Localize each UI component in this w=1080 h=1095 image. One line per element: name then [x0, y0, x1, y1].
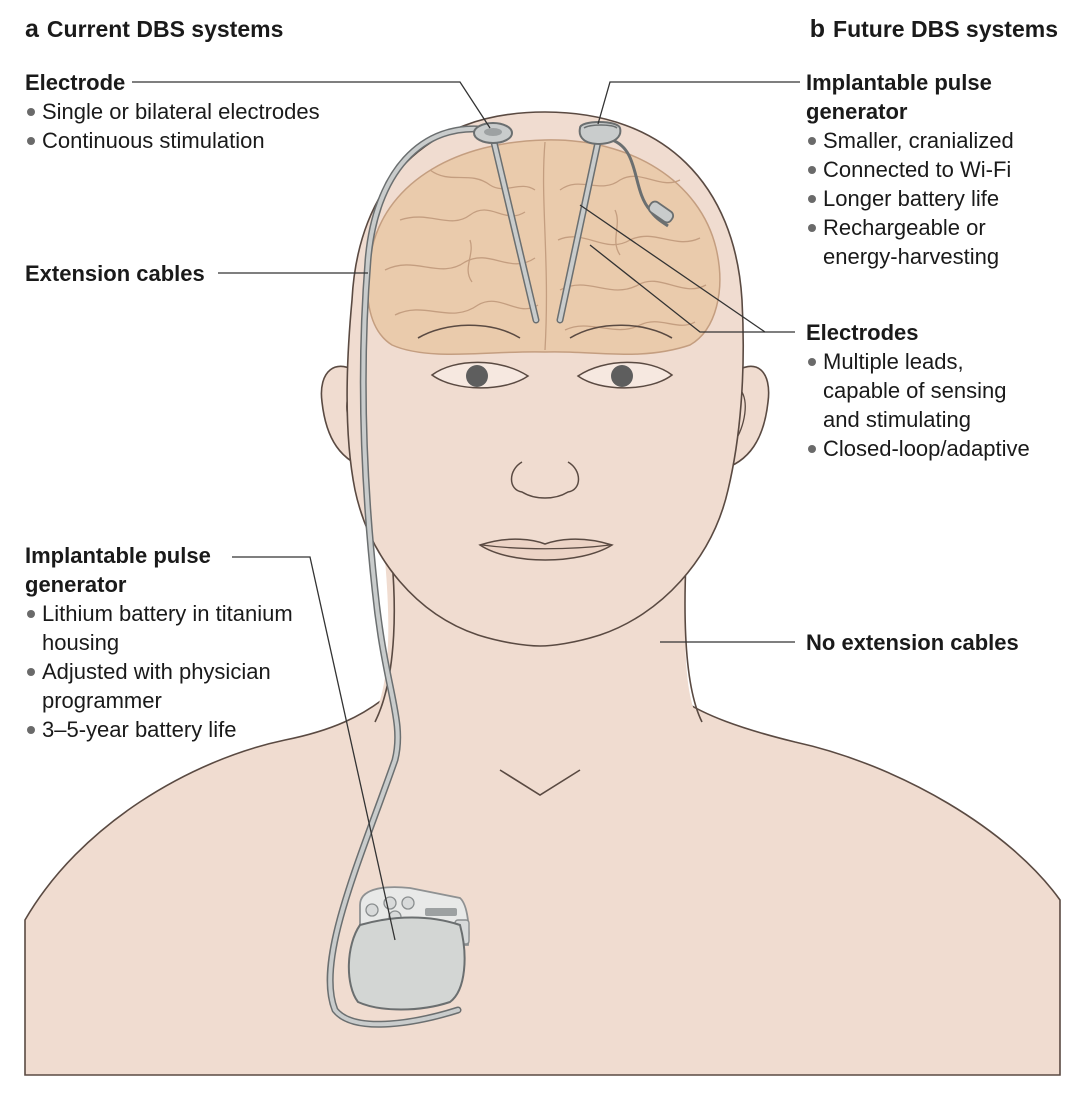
sternal-notch [499, 769, 581, 796]
callout-ipg-current-item: 3–5-year battery life [25, 715, 315, 744]
left-eye-pupil [466, 365, 488, 387]
electrode-lead-right-inner [558, 140, 600, 322]
callout-ipg-current-list: Lithium battery in titanium housing Adju… [25, 599, 315, 744]
callout-ipg-future-list: Smaller, cranialized Connected to Wi-Fi … [806, 126, 1056, 271]
callout-extension-cables-heading: Extension cables [25, 261, 205, 286]
callout-electrode-list: Single or bilateral electrodes Continuou… [25, 97, 365, 155]
callout-ipg-future: Implantable pulse generator Smaller, cra… [806, 68, 1056, 271]
burr-hole-cap-center [484, 128, 502, 136]
right-brow [569, 324, 673, 339]
extension-cable-inner [328, 126, 492, 1027]
torso [24, 699, 1061, 1076]
panel-a-title-text: Current DBS systems [46, 16, 284, 42]
leader-lines [132, 81, 800, 941]
leader-ipg-future [597, 81, 800, 125]
cranial-ipg-connector [647, 200, 675, 224]
left-brow [417, 324, 521, 339]
mouth-line [481, 544, 611, 550]
panel-b-letter: b [809, 15, 826, 43]
callout-electrodes-future-item: Closed-loop/adaptive [806, 434, 1061, 463]
ipg-port-1 [365, 903, 379, 917]
ipg-port-3 [401, 896, 415, 910]
electrode-lead-left-inner [491, 136, 538, 322]
callout-electrodes-future-heading: Electrodes [806, 320, 919, 345]
leader-ipg-current [232, 556, 396, 941]
neck-right-line [684, 559, 703, 723]
callout-electrode-heading: Electrode [25, 70, 126, 95]
callout-ipg-future-item: Smaller, cranialized [806, 126, 1056, 155]
callout-electrode: Electrode Single or bilateral electrodes… [25, 68, 365, 155]
right-eye-pupil [611, 365, 633, 387]
panel-a-letter: a [25, 15, 39, 43]
callout-electrodes-future: Electrodes Multiple leads, capable of se… [806, 318, 1061, 463]
brain [366, 139, 721, 355]
callout-electrode-item: Single or bilateral electrodes [25, 97, 365, 126]
panel-a-title: a Current DBS systems [25, 15, 283, 44]
panel-b-title: b Future DBS systems [810, 15, 1058, 44]
leader-electrode [132, 81, 491, 129]
ipg-case [347, 916, 466, 1011]
mouth [478, 538, 614, 561]
callout-ipg-future-item: Longer battery life [806, 184, 1056, 213]
callout-ipg-current: Implantable pulse generator Lithium batt… [25, 541, 315, 744]
callout-ipg-current-item: Adjusted with physician programmer [25, 657, 315, 715]
callout-ipg-current-item: Lithium battery in titanium housing [25, 599, 315, 657]
chest-ipg [347, 886, 470, 1011]
callout-electrodes-future-item: Multiple leads, capable of sensing and s… [806, 347, 1033, 434]
callout-extension-cables: Extension cables [25, 259, 225, 288]
callout-no-extension-cables-heading: No extension cables [806, 630, 1019, 655]
callout-electrodes-future-list: Multiple leads, capable of sensing and s… [806, 347, 1061, 463]
panel-b-title-text: Future DBS systems [833, 16, 1058, 42]
cranial-ipg [578, 121, 622, 146]
neck-left-line [374, 559, 396, 723]
callout-ipg-future-item: Connected to Wi-Fi [806, 155, 1056, 184]
callout-ipg-future-item: Rechargeable or energy-harvesting [806, 213, 1018, 271]
nose [510, 461, 580, 499]
ipg-contacts [425, 908, 457, 916]
callout-ipg-current-heading: Implantable pulse generator [25, 543, 211, 597]
callout-electrode-item: Continuous stimulation [25, 126, 365, 155]
callout-no-extension-cables: No extension cables [806, 628, 1056, 657]
leader-electrodes-future-b [589, 244, 765, 333]
callout-ipg-future-heading: Implantable pulse generator [806, 70, 992, 124]
cranial-ipg-top [583, 124, 618, 129]
